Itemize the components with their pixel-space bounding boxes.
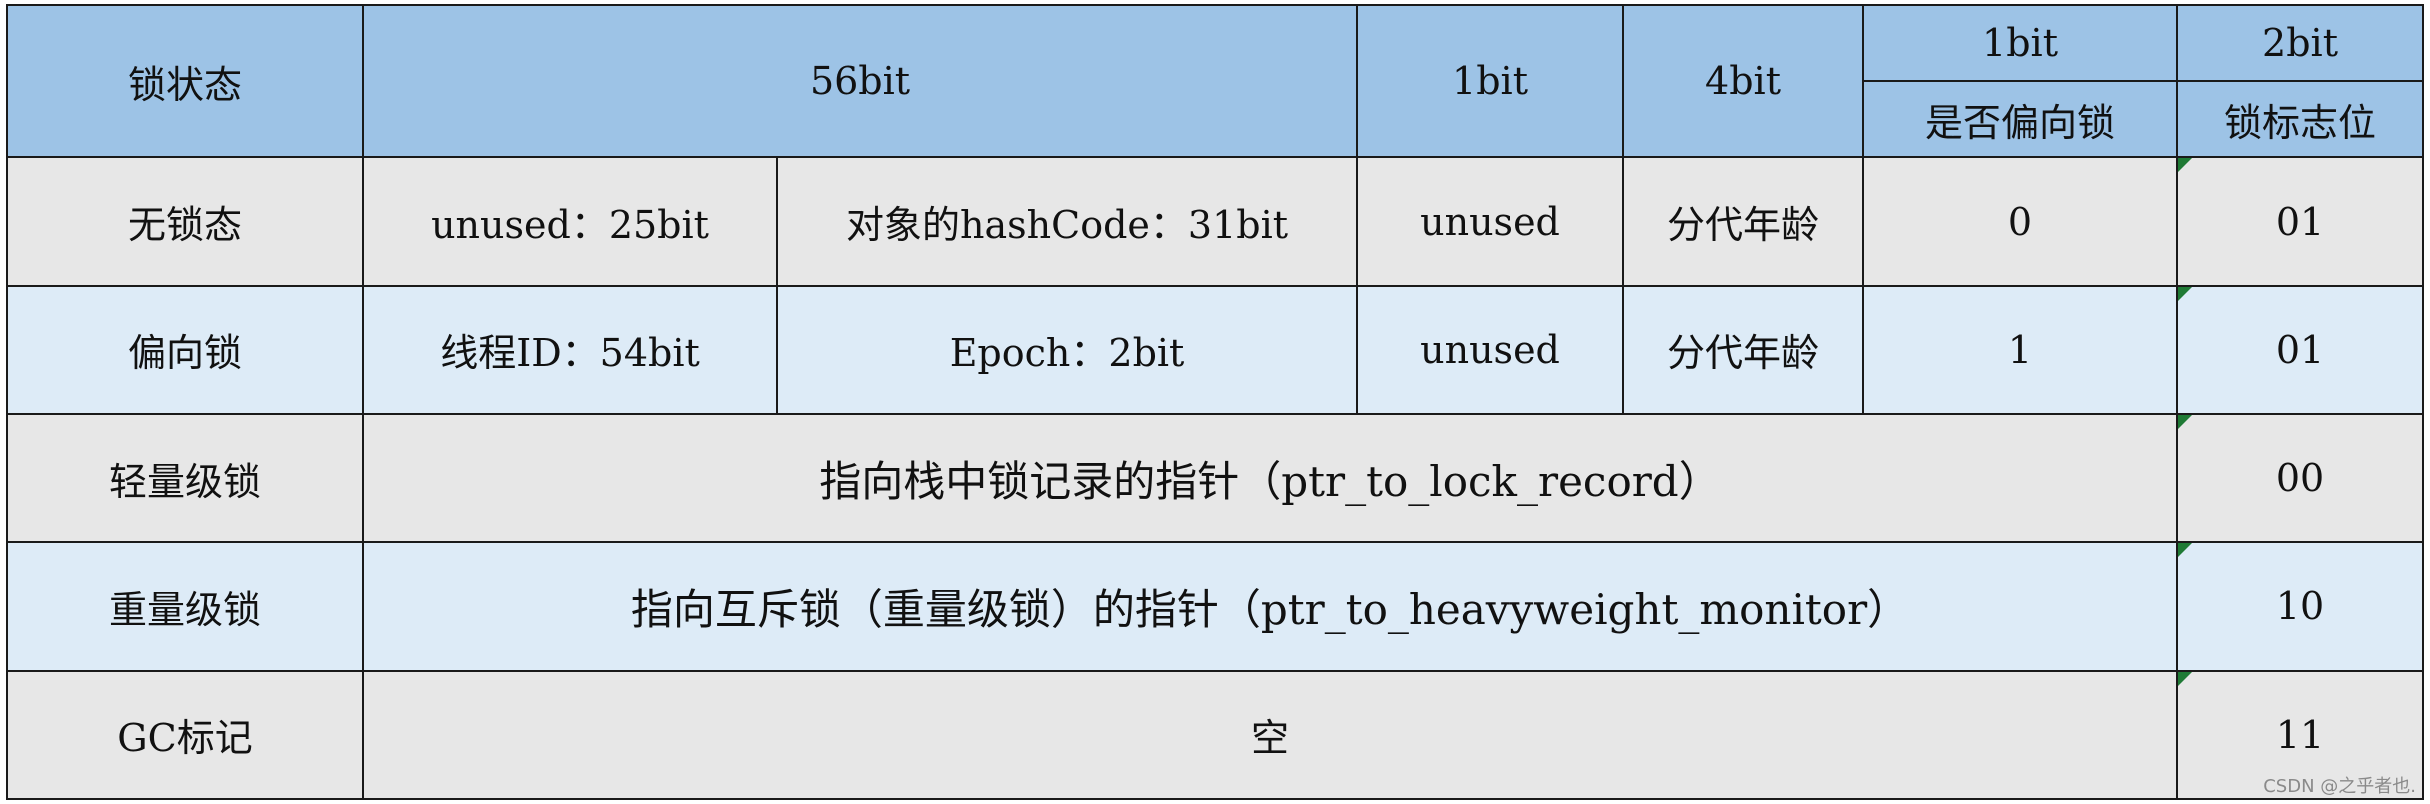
row-heavyweight: 重量级锁 指向互斥锁（重量级锁）的指针（ptr_to_heavyweight_m… <box>6 541 2425 672</box>
cell-unused-25bit: unused：25bit <box>362 156 778 287</box>
header-is-biased: 是否偏向锁 <box>1862 80 2179 159</box>
cell-lock-flag: 00 <box>2176 412 2425 544</box>
cell-unused: unused <box>1356 284 1625 416</box>
cell-age: 分代年龄 <box>1622 156 1865 287</box>
cell-monitor-pointer: 指向互斥锁（重量级锁）的指针（ptr_to_heavyweight_monito… <box>361 541 2179 672</box>
header-4bit: 4bit <box>1622 3 1865 159</box>
cell-lock-record-pointer: 指向栈中锁记录的指针（ptr_to_lock_record） <box>361 412 2179 544</box>
cell-biased-flag: 1 <box>1862 284 2179 416</box>
header-2bit-flag: 2bit <box>2176 3 2425 83</box>
row-biased: 偏向锁 线程ID：54bit Epoch：2bit unused 分代年龄 1 … <box>6 284 2425 416</box>
row-gc: GC标记 空 11 <box>6 669 2425 801</box>
cell-age: 分代年龄 <box>1622 284 1865 416</box>
cell-lock-flag: 01 <box>2176 156 2425 287</box>
watermark: CSDN @之乎者也. <box>2263 776 2416 797</box>
cell-biased-flag: 0 <box>1862 156 2179 287</box>
cell-lock-flag: 10 <box>2176 541 2425 672</box>
header-lock-flag: 锁标志位 <box>2176 80 2425 159</box>
cell-lock-flag: 11 <box>2176 669 2425 801</box>
cell-thread-id: 线程ID：54bit <box>362 284 778 416</box>
cell-empty: 空 <box>361 669 2179 801</box>
row-label-lightweight: 轻量级锁 <box>6 412 364 544</box>
header-lock-state: 锁状态 <box>6 3 364 159</box>
row-label-gc: GC标记 <box>6 669 364 801</box>
row-label-unlocked: 无锁态 <box>6 156 364 287</box>
header-1bit-unused: 1bit <box>1356 3 1625 159</box>
cell-lock-flag: 01 <box>2176 284 2425 416</box>
cell-unused: unused <box>1356 156 1625 287</box>
row-lightweight: 轻量级锁 指向栈中锁记录的指针（ptr_to_lock_record） 00 <box>6 412 2425 544</box>
row-unlocked: 无锁态 unused：25bit 对象的hashCode：31bit unuse… <box>6 156 2425 287</box>
header-row: 锁状态 56bit 1bit 4bit 1bit 2bit <box>6 3 2425 159</box>
row-label-heavyweight: 重量级锁 <box>6 541 364 672</box>
cell-hashcode: 对象的hashCode：31bit <box>775 156 1359 287</box>
header-1bit-biased: 1bit <box>1862 3 2179 83</box>
row-label-biased: 偏向锁 <box>6 284 364 416</box>
mark-word-table: 锁状态 56bit 1bit 4bit 1bit 2bit 是否偏向锁 锁标志位… <box>6 3 2425 801</box>
cell-epoch: Epoch：2bit <box>775 284 1359 416</box>
header-56bit: 56bit <box>361 3 1359 159</box>
header-subrow: 是否偏向锁 锁标志位 <box>7 80 2425 159</box>
